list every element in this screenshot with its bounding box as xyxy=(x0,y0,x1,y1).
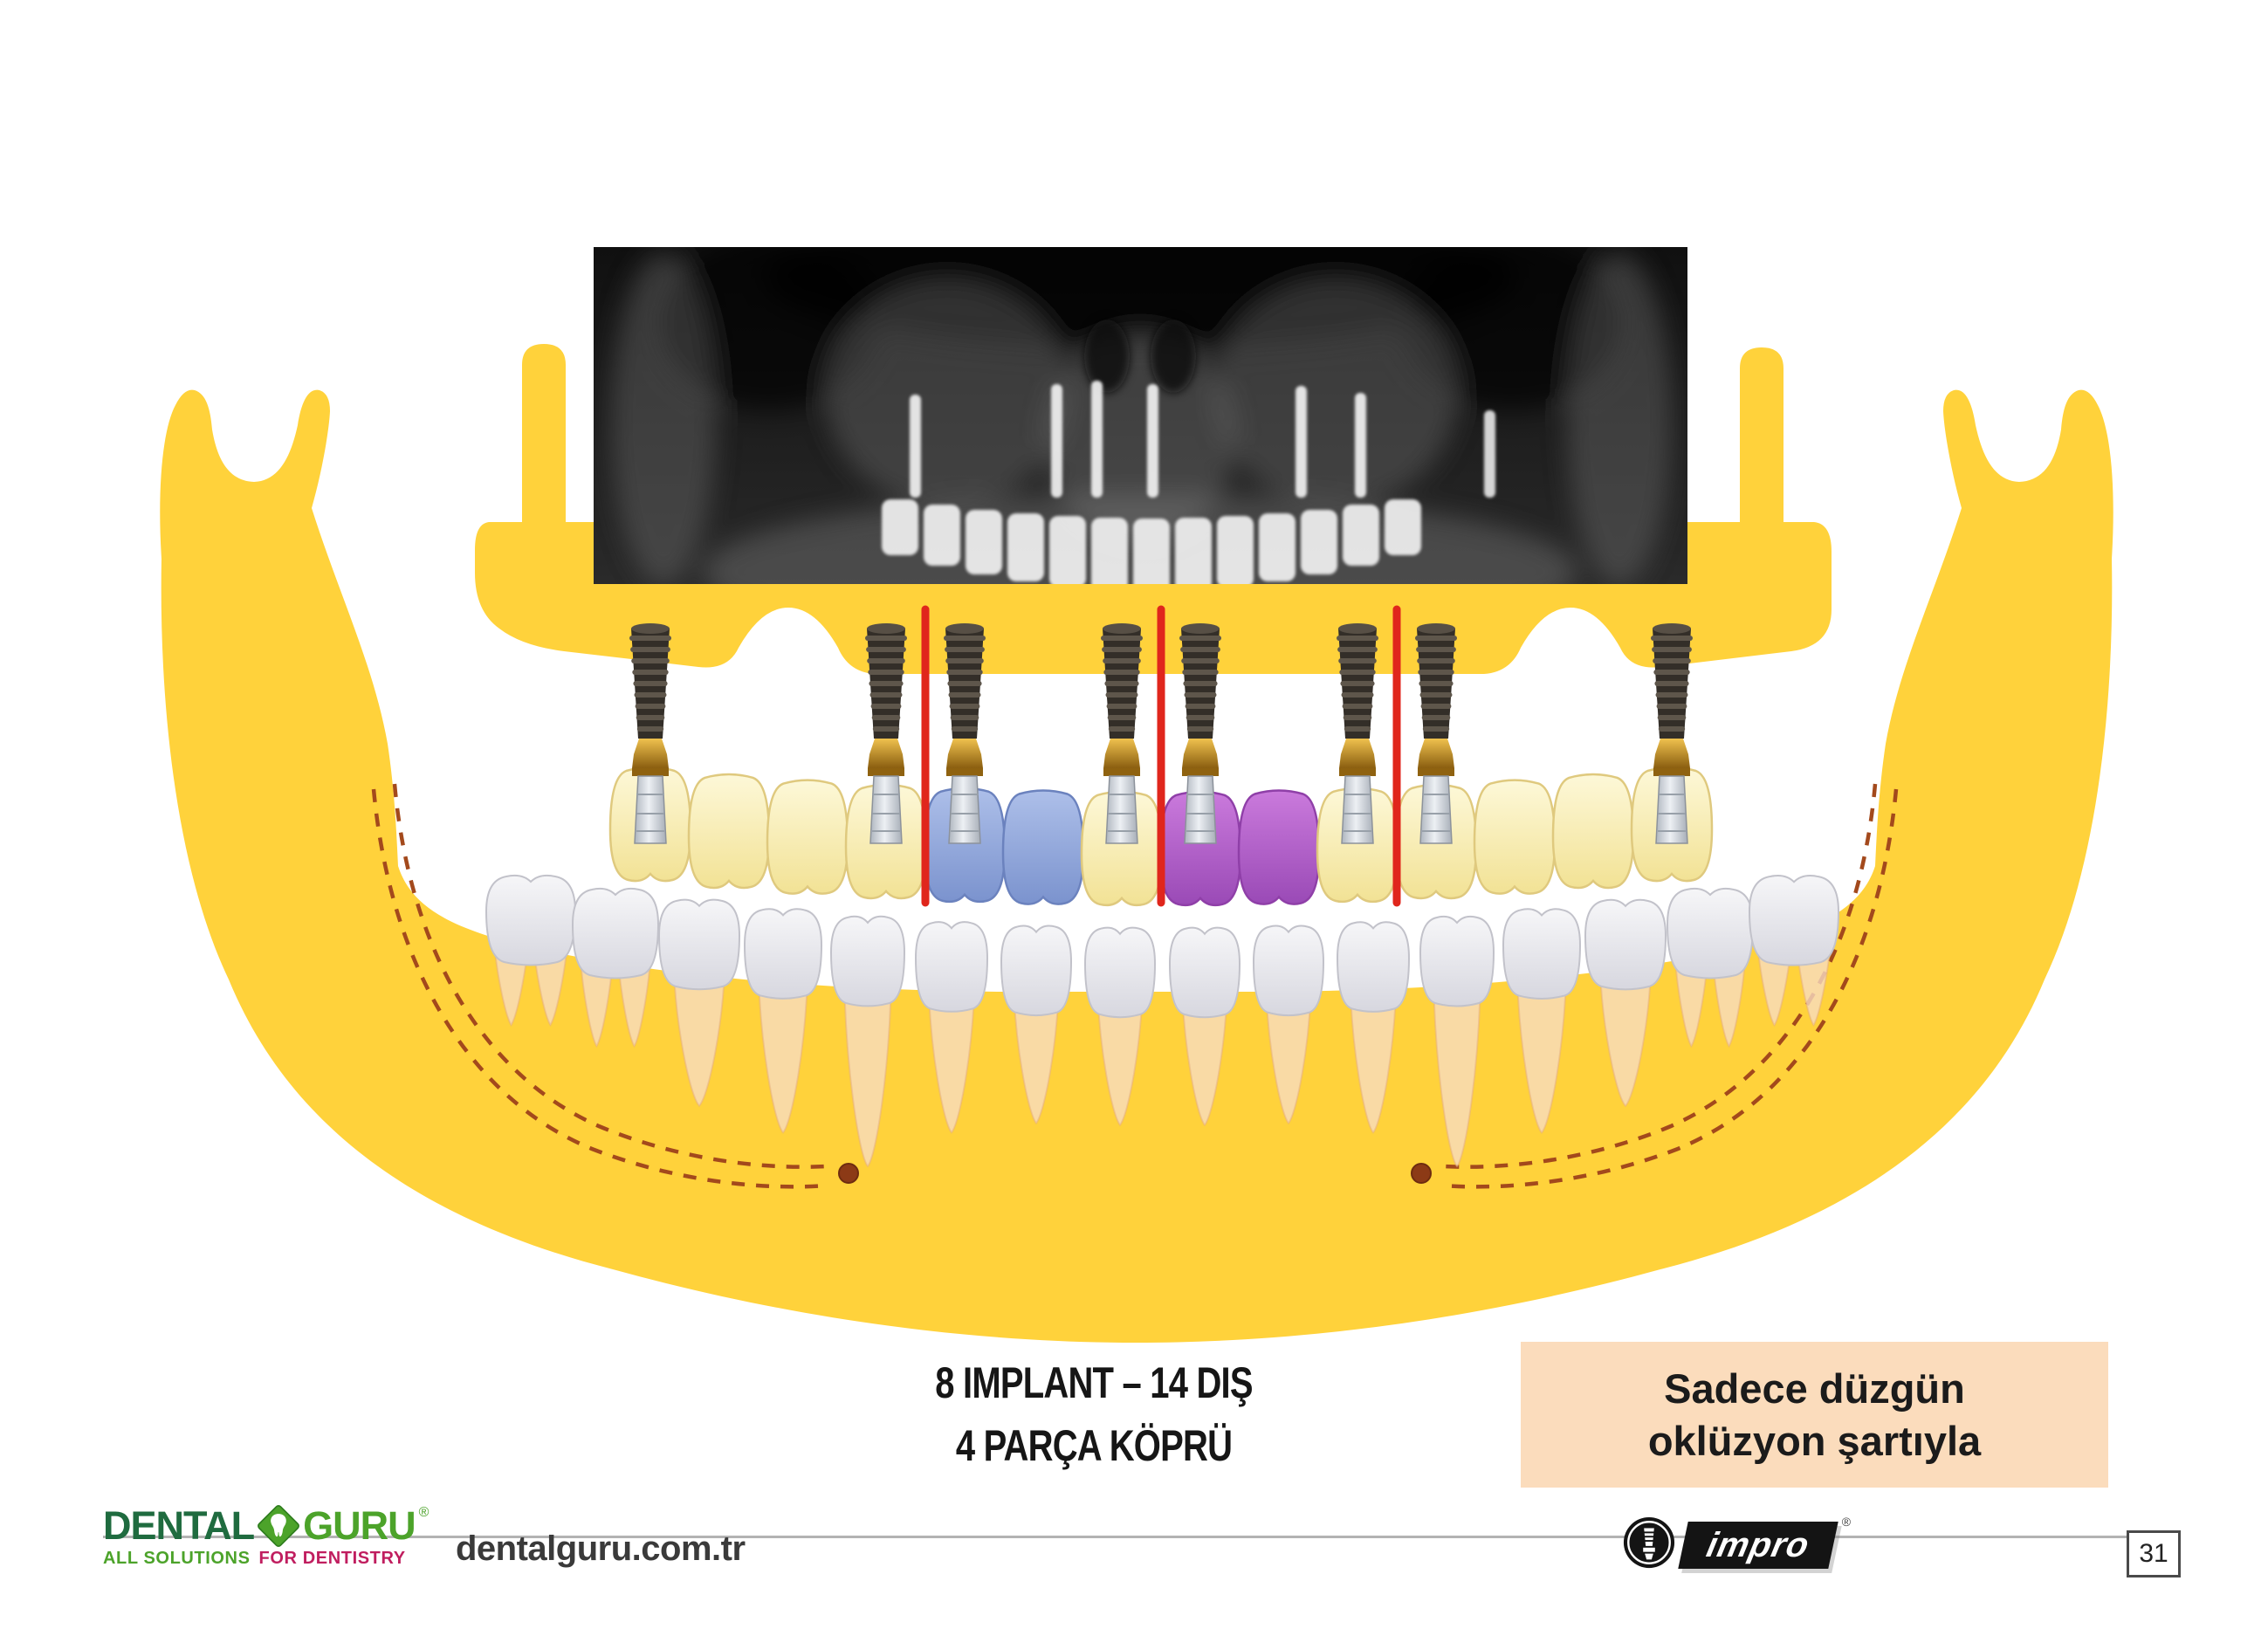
page-number-box: 31 xyxy=(2127,1530,2181,1577)
footer-divider-line xyxy=(103,1536,2167,1538)
xray-teeth-row xyxy=(882,499,1421,584)
brand-word-dental: DENTAL xyxy=(103,1503,255,1548)
mental-foramen-right xyxy=(1411,1163,1432,1184)
impro-wordmark: impro xyxy=(1703,1525,1813,1564)
nerve-canal-right xyxy=(1441,783,1899,1189)
note-line-1: Sadece düzgün xyxy=(1664,1364,1965,1412)
implant xyxy=(865,623,907,844)
implant xyxy=(944,623,986,844)
caption-block: 8 IMPLANT – 14 DIŞ 4 PARÇA KÖPRÜ xyxy=(745,1351,1443,1477)
implant xyxy=(1415,623,1457,844)
brand-tagline-left: ALL SOLUTIONS xyxy=(103,1549,251,1568)
occlusion-note-box: Sadece düzgün oklüzyon şartıyla xyxy=(1521,1342,2108,1488)
bridge-crown-cream xyxy=(1473,779,1557,895)
bridge-crown-blue xyxy=(923,787,1007,904)
tooth-diamond-icon xyxy=(256,1503,301,1549)
website-url[interactable]: dentalguru.com.tr xyxy=(456,1529,746,1568)
implant xyxy=(1651,623,1693,844)
implant xyxy=(1179,623,1221,844)
bridge-divider-lines xyxy=(921,605,1401,907)
implant xyxy=(1337,623,1378,844)
registered-mark: ® xyxy=(418,1505,430,1520)
mental-foramen-left xyxy=(838,1163,859,1184)
bridge-crown-cream xyxy=(687,773,771,890)
bridge-crown-cream xyxy=(766,779,849,895)
xray-implant-streaks xyxy=(910,381,1495,498)
impro-logo: impro ® xyxy=(1622,1515,1851,1574)
bridge-crown-purple xyxy=(1237,789,1321,905)
note-line-2: oklüzyon şartıyla xyxy=(1647,1417,1982,1464)
bridge-crown-cream xyxy=(1551,773,1635,890)
bridge-crown-purple xyxy=(1158,790,1242,907)
caption-bridge-pieces: 4 PARÇA KÖPRÜ xyxy=(955,1421,1233,1470)
impro-registered-mark: ® xyxy=(1841,1514,1851,1529)
nerve-canal-left xyxy=(371,783,828,1189)
implant xyxy=(1101,623,1143,844)
implant-circle-icon xyxy=(1622,1516,1676,1574)
page-number: 31 xyxy=(2139,1539,2168,1568)
panoramic-xray-image xyxy=(594,247,1687,584)
lower-teeth xyxy=(485,874,1840,1019)
implants xyxy=(629,623,1693,844)
implant xyxy=(629,623,671,844)
brand-word-guru: GURU xyxy=(303,1503,416,1548)
dentalguru-logo: DENTAL GURU ® ALL SOLUTIONS FOR DENTISTR… xyxy=(103,1503,429,1569)
impro-banner: impro ® xyxy=(1678,1515,1851,1569)
caption-implants-teeth: 8 IMPLANT – 14 DIŞ xyxy=(935,1358,1253,1407)
bridge-crown-blue xyxy=(1001,789,1085,905)
upper-bridge-crowns xyxy=(608,766,1714,907)
maxilla-shape xyxy=(475,344,1832,674)
brand-tagline-right: FOR DENTISTRY xyxy=(258,1549,406,1568)
